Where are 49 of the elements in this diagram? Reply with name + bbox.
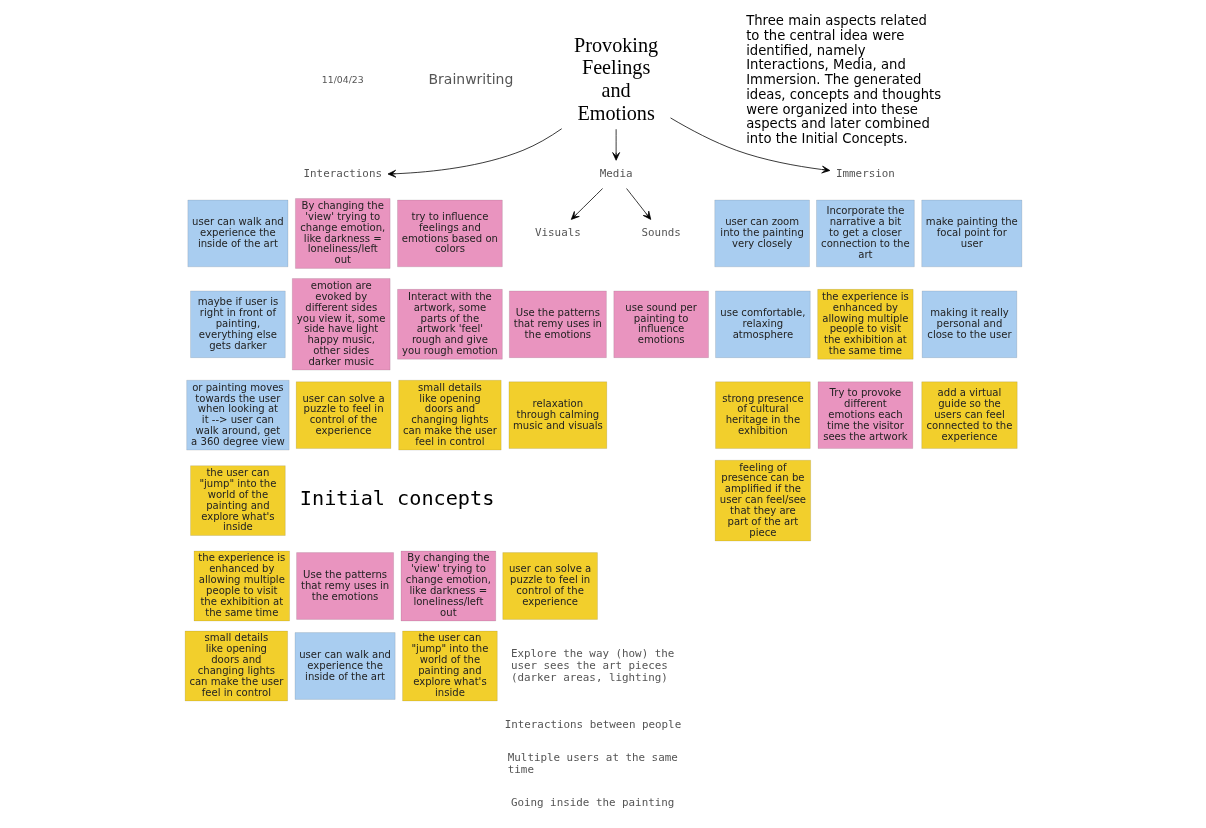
label: Brainwriting	[428, 71, 513, 88]
node-box: Interact with the artwork, some parts of the artwork 'feel' rough and give you rough emotion	[396, 288, 503, 360]
node-box: use sound per painting to influence emotions	[612, 290, 709, 359]
label: Going inside the painting	[510, 795, 674, 809]
node-box: user can walk and experience the inside of the art	[186, 199, 288, 268]
label: Three main aspects related to the central idea were identified, namely Interactions, Media, and Immersion. The generated ideas, concepts and thoughts were organized into these aspects and later combined into the Initial Concepts.	[745, 13, 941, 147]
label: Initial concepts	[299, 486, 494, 511]
node-box: add a virtual guide so the users can feel connected to the experience	[920, 381, 1018, 449]
node-box: making it really personal and close to the user	[921, 290, 1017, 359]
node-box: the user can "jump" into the world of the painting and explore what's inside	[189, 465, 286, 536]
node-box: user can solve a puzzle to feel in control of the experience	[295, 381, 391, 449]
node-box: make painting the focal point for user	[920, 199, 1022, 268]
node-text: Visuals	[534, 226, 581, 240]
node-text: Interactions	[303, 167, 382, 181]
node-box: the experience is enhanced by allowing multiple people to visit the exhibition at the same time	[816, 288, 914, 360]
node-text: Immersion	[835, 167, 895, 181]
node-box: Use the patterns that remy uses in the emotions	[508, 290, 607, 359]
label: Explore the way (how) the user sees the art pieces (darker areas, lighting)	[510, 647, 674, 684]
node-box: or painting moves towards the user when looking at it --> user can walk around, get a 360 degree view	[185, 379, 290, 451]
node-box: strong presence of cultural heritage in the exhibition	[714, 381, 811, 449]
node-box: small details like opening doors and changing lights can make the user feel in control	[397, 379, 502, 451]
node-box: relaxation through calming music and visuals	[508, 381, 607, 449]
arrow	[625, 188, 651, 220]
node-box: Incorporate the narrative a bit to get a closer connection to the art	[815, 199, 915, 268]
node-box: the experience is enhanced by allowing multiple people to visit the exhibition at the same time	[193, 550, 290, 622]
label: 11/04/23	[321, 74, 364, 86]
node-box: emotion are evoked by different sides you view it, some side have light happy music, other sides darker music	[291, 278, 390, 371]
node-box: Try to provoke different emotions each time the visitor sees the artwork	[817, 381, 913, 449]
arrow	[611, 128, 620, 161]
node-box: user can solve a puzzle to feel in control of the experience	[501, 552, 598, 620]
node-box: By changing the 'view' trying to change emotion, like darkness = loneliness/left out	[400, 550, 496, 622]
node-box: By changing the 'view' trying to change emotion, like darkness = loneliness/left out	[294, 198, 390, 269]
arrow	[669, 117, 830, 174]
node-box: the user can "jump" into the world of the painting and explore what's inside	[401, 630, 498, 702]
arrow	[387, 128, 562, 178]
node-text: Media	[599, 167, 632, 181]
label: Multiple users at the same time	[507, 750, 678, 776]
arrow	[570, 188, 603, 220]
node-box: Use the patterns that remy uses in the emotions	[295, 552, 394, 620]
node-box: small details like opening doors and changing lights can make the user feel in control	[184, 630, 288, 702]
node-box: feeling of presence can be amplified if the user can feel/see that they are part of the art piece	[714, 459, 811, 542]
node-box: user can walk and experience the inside of the art	[294, 632, 396, 700]
node-box: user can zoom into the painting very closely	[713, 199, 810, 268]
node-text: Sounds	[641, 226, 681, 240]
node-box: use comfortable, relaxing atmosphere	[714, 290, 811, 359]
node-box: maybe if user is right in front of painting, everything else gets darker	[189, 290, 286, 359]
node-text: Provoking Feelings and Emotions	[573, 33, 658, 124]
label: Interactions between people	[504, 717, 681, 731]
node-box: try to influence feelings and emotions based on colors	[396, 199, 503, 268]
